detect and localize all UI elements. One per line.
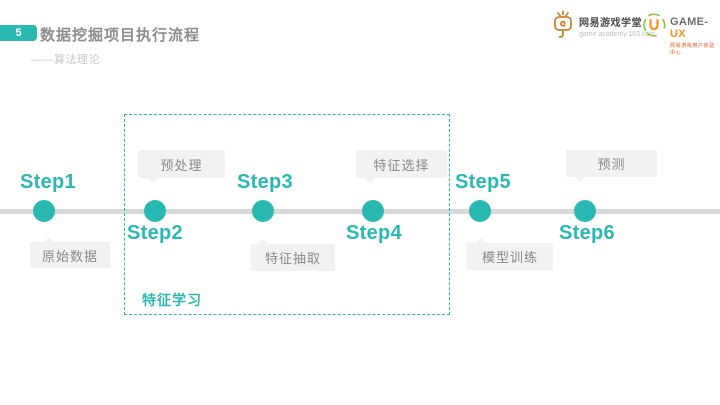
timeline-dot-step4 — [362, 200, 384, 222]
netease-academy-logo: 网易游戏学堂 game.academy.163.com — [551, 9, 655, 45]
step1-label: Step1 — [20, 171, 76, 193]
timeline-dot-step1 — [33, 200, 55, 222]
step2-label: Step2 — [127, 222, 183, 244]
netease-academy-name: 网易游戏学堂 — [579, 18, 642, 29]
netease-academy-url: game.academy.163.com — [579, 31, 656, 38]
step2-callout: 预处理 — [138, 150, 225, 183]
step5-callout: 模型训练 — [467, 238, 553, 270]
game-ux-wordmark-orange: UX — [670, 28, 686, 40]
game-ux-wordmark-gray: GAME- — [670, 16, 709, 28]
timeline-line — [0, 209, 720, 214]
step4-callout-text: 特征选择 — [373, 157, 430, 173]
callout-tail-down-icon — [148, 178, 158, 183]
timeline-dot-step6 — [574, 200, 596, 222]
step4-label: Step4 — [346, 222, 402, 244]
step6-label: Step6 — [559, 222, 615, 244]
step5-label: Step5 — [455, 171, 511, 193]
step1-callout-text: 原始数据 — [41, 248, 98, 264]
step5-callout-text: 模型训练 — [481, 250, 538, 265]
callout-tail-down-icon — [575, 177, 585, 182]
step3-label: Step3 — [237, 171, 293, 193]
step1-callout: 原始数据 — [30, 237, 110, 268]
page-title: 数据挖掘项目执行流程 — [40, 27, 201, 44]
timeline-dot-step3 — [252, 200, 274, 222]
callout-tail-up-icon — [476, 238, 486, 243]
timeline-dot-step5 — [469, 200, 491, 222]
step3-callout: 特征抽取 — [251, 239, 335, 271]
timeline-dot-step2 — [144, 200, 166, 222]
step2-callout-text: 预处理 — [160, 157, 203, 173]
callout-tail-up-icon — [44, 237, 54, 242]
callout-tail-up-icon — [258, 239, 268, 244]
step3-callout-text: 特征抽取 — [264, 251, 321, 266]
page-number-badge: 5 — [0, 25, 37, 41]
game-ux-subtitle: 网易游戏用户体验中心 — [670, 43, 715, 56]
feature-learning-group-label: 特征学习 — [142, 292, 202, 308]
game-ux-logo: GAME-UX 网易游戏用户体验中心 — [641, 12, 720, 56]
netease-academy-mascot-icon — [551, 9, 575, 45]
step4-callout: 特征选择 — [356, 150, 447, 183]
page-subtitle: ——算法理论 — [31, 54, 100, 66]
game-ux-wordmark: GAME-UX — [670, 16, 720, 40]
feature-learning-group-frame — [124, 114, 450, 315]
game-ux-swirl-icon — [641, 12, 667, 56]
callout-tail-down-icon — [365, 178, 375, 183]
step6-callout-text: 预测 — [597, 157, 626, 172]
step6-callout: 预测 — [566, 150, 657, 182]
